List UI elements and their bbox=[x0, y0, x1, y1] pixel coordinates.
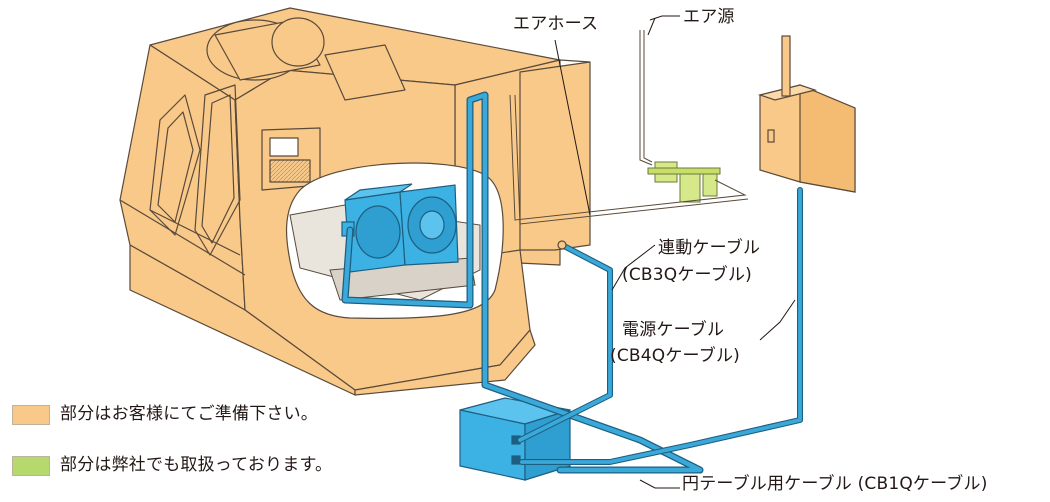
legend-text-customer: 部分はお客様にてご準備下さい。 bbox=[60, 404, 318, 424]
air-unit bbox=[647, 161, 721, 203]
air-hose-label: エアホース bbox=[513, 14, 599, 34]
rotary-table bbox=[341, 183, 459, 273]
table-cable-label: 円テーブル用ケーブル (CB1Qケーブル) bbox=[682, 474, 988, 494]
electrical-box bbox=[757, 35, 856, 193]
cables bbox=[341, 91, 803, 474]
legend-swatch-customer bbox=[12, 405, 50, 425]
power-cable-code-label: (CB4Qケーブル) bbox=[610, 346, 740, 366]
air-source-label: エア源 bbox=[683, 7, 735, 27]
interlock-cable-code-label: (CB3Qケーブル) bbox=[622, 265, 752, 285]
legend-swatch-supplier bbox=[12, 456, 50, 476]
leader-lines bbox=[554, 15, 796, 489]
interlock-cable-label: 連動ケーブル bbox=[658, 238, 761, 258]
power-cable-label: 電源ケーブル bbox=[622, 320, 725, 340]
legend-text-supplier: 部分は弊社でも取扱っております。 bbox=[60, 455, 333, 475]
connector bbox=[557, 240, 567, 250]
air-hose bbox=[509, 30, 749, 225]
